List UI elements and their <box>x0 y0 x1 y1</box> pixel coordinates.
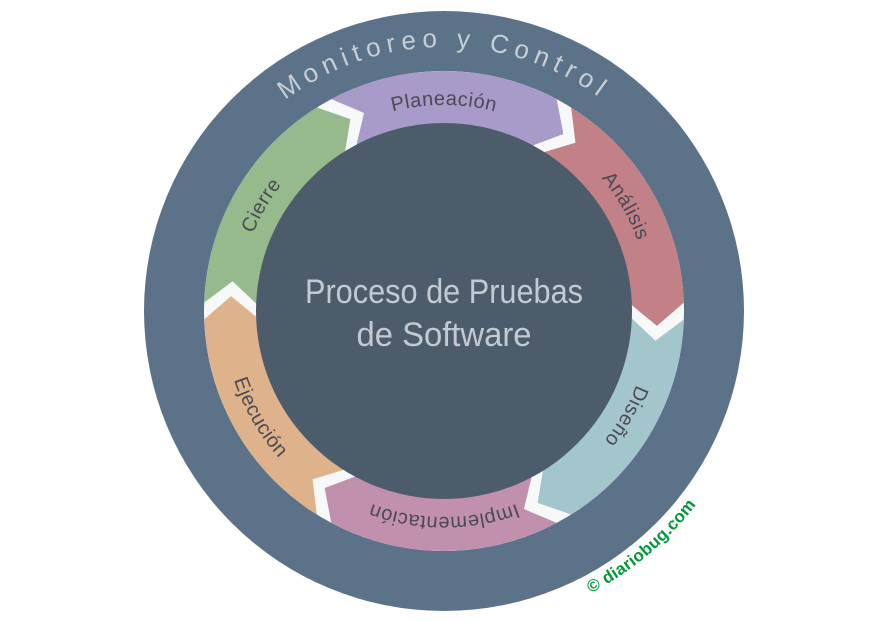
segment-cierre <box>204 107 351 305</box>
segment-diseno <box>537 317 684 515</box>
segment-analisis <box>543 107 684 326</box>
segments-group: PlaneaciónAnálisisDiseñoImplementaciónEj… <box>204 70 684 552</box>
segment-ejecucion <box>204 296 345 515</box>
segment-implementacion <box>324 476 557 552</box>
center-circle <box>256 123 632 499</box>
center-title-line1: Proceso de Pruebas <box>305 273 583 311</box>
center-title-line2: de Software <box>357 316 532 354</box>
segment-planeacion <box>331 70 564 146</box>
